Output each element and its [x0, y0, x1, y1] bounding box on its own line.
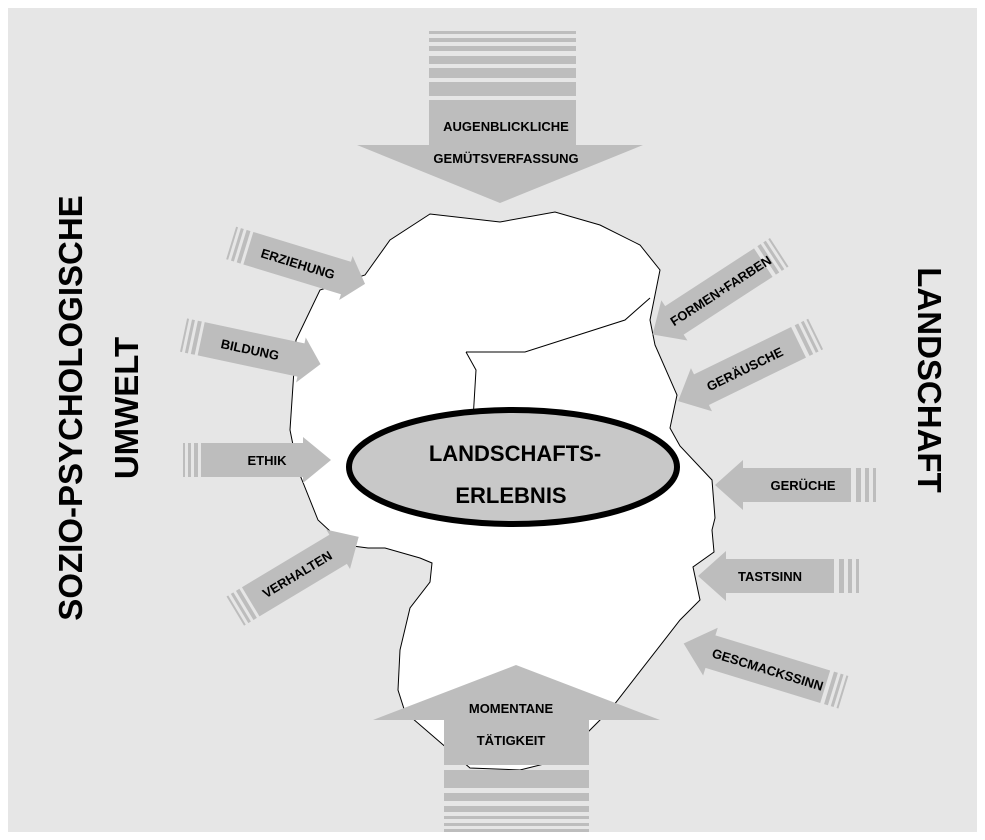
- arrow-stripe: [848, 559, 852, 593]
- arrow-stripe: [768, 237, 789, 268]
- arrow-body: [241, 529, 359, 617]
- right-title: LANDSCHAFT: [911, 267, 948, 492]
- arrow-stripe: [226, 226, 239, 260]
- arrow-body: [652, 248, 773, 341]
- top-arrow-body: [357, 100, 643, 203]
- arrow-stripe: [800, 320, 819, 353]
- arrow-label-ethik: ETHIK: [248, 453, 288, 468]
- arrow-label-gerueche: GERÜCHE: [770, 478, 835, 493]
- top-arrow-stripe: [429, 38, 576, 42]
- left-title-line2: UMWELT: [108, 337, 145, 479]
- arrow-stripe: [230, 592, 251, 624]
- arrow-body: [201, 437, 331, 483]
- top-arrow-stripe: [429, 68, 576, 78]
- bottom-arrow-stripe: [444, 793, 589, 801]
- bottom-arrow-stripe: [444, 770, 589, 788]
- arrow-body: [197, 322, 321, 383]
- top-arrow-stripe: [429, 56, 576, 64]
- top-arrow-label-line1: AUGENBLICKLICHE: [443, 119, 569, 134]
- arrow-stripe: [873, 468, 876, 502]
- bottom-arrow-label-line1: MOMENTANE: [469, 701, 554, 716]
- top-arrow-stripe: [429, 46, 576, 51]
- arrow-stripe: [836, 675, 849, 709]
- arrow-stripe: [183, 443, 185, 477]
- arrow-stripe: [856, 468, 861, 502]
- center-label-line2: ERLEBNIS: [455, 483, 566, 508]
- bottom-arrow: MOMENTANE TÄTIGKEIT: [373, 665, 660, 832]
- arrow-stripe: [226, 595, 246, 626]
- arrow-label-tastsinn: TASTSINN: [738, 569, 802, 584]
- arrow-gerueche: GERÜCHE: [715, 460, 876, 510]
- bottom-arrow-stripe: [444, 829, 589, 832]
- bottom-arrow-stripe: [444, 823, 589, 826]
- arrow-stripe: [794, 323, 814, 356]
- bottom-arrow-label-line2: TÄTIGKEIT: [477, 733, 546, 748]
- arrow-stripe: [806, 318, 824, 351]
- bottom-arrow-stripe: [444, 806, 589, 812]
- arrow-body: [243, 231, 366, 301]
- center-label-line1: LANDSCHAFTS-: [429, 441, 601, 466]
- center-ellipse: [346, 407, 680, 527]
- arrow-body: [678, 327, 806, 412]
- arrow-stripe: [190, 320, 202, 355]
- top-arrow-label-line2: GEMÜTSVERFASSUNG: [433, 151, 578, 166]
- arrow-stripe: [230, 228, 244, 262]
- arrow-stripe: [839, 559, 844, 593]
- arrow-stripe: [194, 443, 198, 477]
- arrow-body: [715, 460, 851, 510]
- arrow-stripe: [763, 240, 785, 271]
- left-title-line1: SOZIO-PSYCHOLOGISCHE: [52, 195, 89, 620]
- arrow-stripe: [236, 229, 251, 264]
- arrow-stripe: [184, 319, 195, 354]
- bottom-arrow-body: [373, 665, 660, 765]
- arrow-stripe: [865, 468, 869, 502]
- top-arrow: AUGENBLICKLICHE GEMÜTSVERFASSUNG: [357, 31, 643, 203]
- top-arrow-stripe: [429, 31, 576, 34]
- arrow-ethik: ETHIK: [183, 437, 331, 483]
- arrow-tastsinn: TASTSINN: [698, 551, 859, 601]
- arrow-body: [698, 551, 834, 601]
- arrow-stripe: [235, 588, 257, 620]
- top-arrow-stripe: [429, 82, 576, 96]
- bottom-arrow-stripe: [444, 816, 589, 819]
- arrow-stripe: [824, 671, 838, 706]
- arrow-stripe: [757, 243, 780, 275]
- arrow-stripe: [856, 559, 859, 593]
- arrow-body: [683, 627, 831, 703]
- arrow-stripe: [180, 318, 190, 353]
- arrow-bildung: BILDUNG: [180, 318, 321, 383]
- arrow-stripe: [188, 443, 191, 477]
- arrow-stripe: [830, 673, 844, 708]
- brain-line: [466, 297, 651, 353]
